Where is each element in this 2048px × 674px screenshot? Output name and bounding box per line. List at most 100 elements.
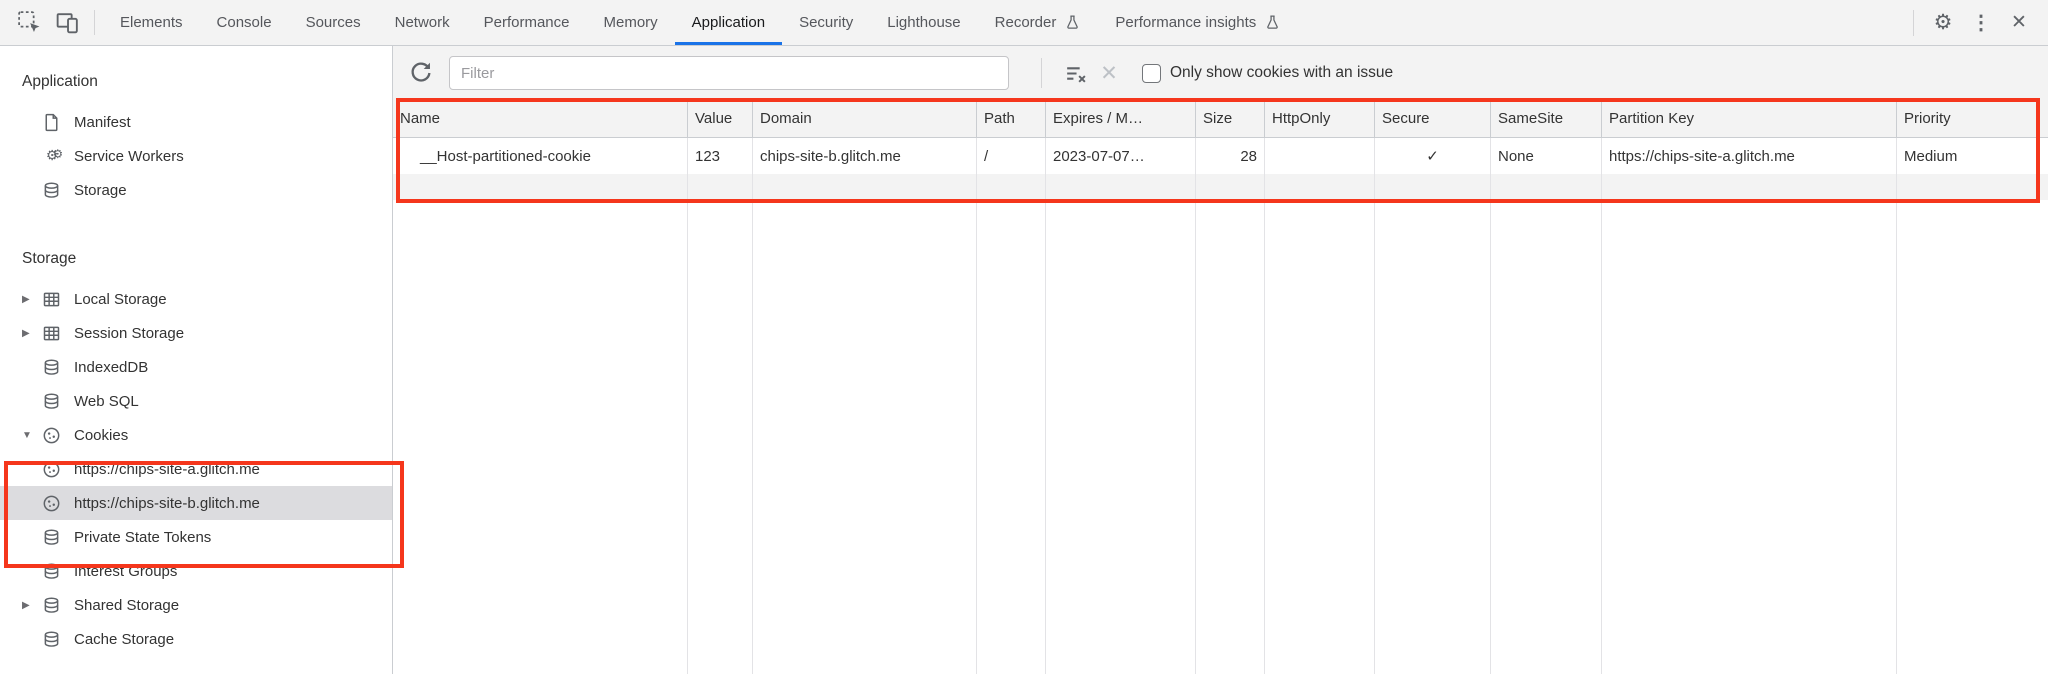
tab-label: Performance (483, 14, 570, 31)
chevron-right-icon[interactable]: ▶ (22, 327, 30, 339)
sidebar-item-private-state-tokens[interactable]: Private State Tokens (0, 520, 392, 554)
cell-size[interactable]: 28 (1196, 138, 1265, 174)
database-icon (40, 180, 63, 201)
sidebar-item-session-storage[interactable]: ▶ Session Storage (22, 323, 185, 344)
database-icon (40, 629, 63, 650)
sidebar-item-local-storage[interactable]: ▶ Local Storage (22, 289, 167, 310)
divider (1913, 9, 1914, 36)
issue-filter-label: Only show cookies with an issue (1170, 64, 1394, 81)
tab-console[interactable]: Console (200, 0, 289, 45)
divider (1041, 58, 1042, 88)
flask-icon (1264, 14, 1281, 31)
filter-input[interactable] (449, 56, 1009, 90)
sidebar-item-manifest[interactable]: Manifest (0, 105, 392, 139)
sidebar-item-shared-storage[interactable]: ▶ Shared Storage (22, 595, 180, 616)
table-icon (40, 289, 63, 310)
cookie-table-empty-area (393, 200, 2048, 674)
tab-label: Memory (603, 14, 658, 31)
cell-path[interactable]: / (977, 138, 1046, 174)
delete-icon[interactable]: ✕ (1100, 61, 1118, 85)
tab-application[interactable]: Application (674, 0, 783, 45)
database-icon (40, 561, 63, 582)
sidebar-item-cookies-chips-site-a[interactable]: https://chips-site-a.glitch.me (0, 452, 392, 486)
devtools-tabbar: Elements Console Sources Network Perform… (0, 0, 2048, 46)
chevron-right-icon[interactable]: ▶ (22, 599, 30, 611)
database-icon (40, 527, 63, 548)
cell-partition-key[interactable]: https://chips-site-a.glitch.me (1602, 138, 1897, 174)
sidebar-item-service-workers[interactable]: ⚙⚙ Service Workers (0, 139, 392, 173)
close-devtools-icon[interactable]: ✕ (2011, 12, 2027, 33)
cell-value[interactable]: 123 (688, 138, 753, 174)
column-header-domain[interactable]: Domain (753, 100, 977, 138)
cookie-icon (40, 493, 63, 514)
settings-gear-icon[interactable]: ⚙ (1933, 11, 1953, 34)
refresh-icon[interactable] (405, 57, 437, 89)
cookie-icon (40, 459, 63, 480)
sidebar-item-indexeddb[interactable]: IndexedDB (0, 350, 392, 384)
issue-filter-checkbox[interactable] (1142, 63, 1161, 83)
tab-label: Recorder (994, 14, 1057, 31)
sidebar-item-interest-groups[interactable]: Interest Groups (0, 554, 392, 588)
sidebar-item-storage[interactable]: Storage (0, 173, 392, 207)
tab-label: Console (216, 14, 272, 31)
tab-performance-insights[interactable]: Performance insights (1098, 0, 1298, 45)
tab-sources[interactable]: Sources (289, 0, 378, 45)
clear-filter-icon[interactable] (1058, 56, 1092, 90)
cookies-panel: ✕ Only show cookies with an issue Name V… (393, 46, 2048, 674)
cell-samesite[interactable]: None (1491, 138, 1602, 174)
cookie-table-empty-stripe (393, 174, 2048, 200)
cell-expires[interactable]: 2023-07-07… (1046, 138, 1196, 174)
cell-secure[interactable]: ✓ (1375, 138, 1491, 174)
tab-label: Application (691, 14, 766, 31)
column-header-path[interactable]: Path (977, 100, 1046, 138)
column-header-httponly[interactable]: HttpOnly (1265, 100, 1375, 138)
tab-recorder[interactable]: Recorder (978, 0, 1099, 45)
tab-memory[interactable]: Memory (587, 0, 675, 45)
cell-name[interactable]: __Host-partitioned-cookie (393, 138, 688, 174)
cookie-table-header: Name Value Domain Path Expires / M… Size… (393, 100, 2048, 138)
table-icon (40, 323, 63, 344)
tab-lighthouse[interactable]: Lighthouse (870, 0, 977, 45)
database-icon (40, 357, 63, 378)
sidebar-item-web-sql[interactable]: Web SQL (0, 384, 392, 418)
chevron-right-icon[interactable]: ▶ (22, 293, 30, 305)
column-header-priority[interactable]: Priority (1897, 100, 2048, 138)
more-options-icon[interactable]: ⋮ (1971, 11, 1991, 34)
file-icon (40, 112, 63, 133)
cookie-icon (40, 425, 63, 446)
tab-label: Lighthouse (887, 14, 961, 31)
divider (94, 10, 95, 35)
database-icon (40, 391, 63, 412)
column-header-partition-key[interactable]: Partition Key (1602, 100, 1897, 138)
tab-label: Performance insights (1115, 14, 1257, 31)
tab-network[interactable]: Network (378, 0, 467, 45)
sidebar-section-storage: Storage (22, 250, 77, 267)
column-header-samesite[interactable]: SameSite (1491, 100, 1602, 138)
inspect-element-icon[interactable] (10, 0, 48, 45)
chevron-down-icon[interactable]: ▼ (22, 429, 32, 441)
database-icon (40, 595, 63, 616)
column-header-secure[interactable]: Secure (1375, 100, 1491, 138)
cell-priority[interactable]: Medium (1904, 147, 1958, 165)
sidebar-section-application: Application (22, 73, 98, 90)
cookie-table-row[interactable]: __Host-partitioned-cookie 123 chips-site… (393, 138, 2048, 174)
sidebar-item-cookies[interactable]: ▼ Cookies (22, 425, 129, 446)
device-toolbar-icon[interactable] (48, 0, 86, 45)
gears-icon: ⚙⚙ (45, 146, 63, 163)
sidebar-item-cache-storage[interactable]: Cache Storage (0, 622, 392, 656)
cell-httponly[interactable] (1265, 138, 1375, 174)
flask-icon (1064, 14, 1081, 31)
application-sidebar: Application Manifest ⚙⚙ Service Workers … (0, 46, 393, 674)
tab-elements[interactable]: Elements (103, 0, 200, 45)
tab-performance[interactable]: Performance (467, 0, 587, 45)
cell-domain[interactable]: chips-site-b.glitch.me (753, 138, 977, 174)
sidebar-item-cookies-chips-site-b[interactable]: https://chips-site-b.glitch.me (0, 486, 392, 520)
column-header-name[interactable]: Name (393, 100, 688, 138)
column-header-expires[interactable]: Expires / M… (1046, 100, 1196, 138)
tab-security[interactable]: Security (782, 0, 870, 45)
tab-label: Sources (305, 14, 361, 31)
tab-label: Network (394, 14, 450, 31)
column-header-size[interactable]: Size (1196, 100, 1265, 138)
column-header-value[interactable]: Value (688, 100, 753, 138)
cookies-toolbar: ✕ Only show cookies with an issue (393, 46, 2048, 100)
